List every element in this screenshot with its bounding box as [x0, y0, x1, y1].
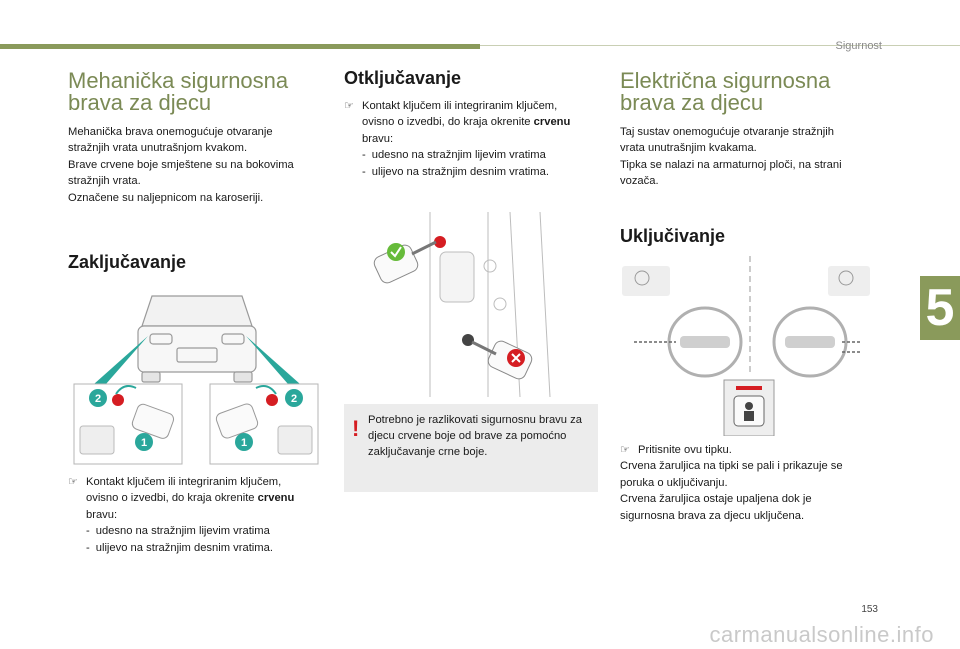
instruction-dash: ulijevo na stražnjim desnim vratima.: [95, 541, 273, 554]
right-intro: Taj sustav onemogućuje otvaranje stražnj…: [620, 124, 880, 190]
instruction-line: bravu:: [86, 508, 118, 521]
watermark: carmanualsonline.info: [709, 622, 934, 647]
pointing-finger-icon: ☞: [620, 444, 631, 456]
right-title-line2: brava za djecu: [620, 90, 764, 115]
instruction-line: ovisno o izvedbi, do kraja okrenite: [362, 116, 534, 129]
exclamation-icon: !: [352, 416, 360, 441]
instruction-line: poruka o uključivanju.: [620, 476, 728, 489]
red-lock-left: [112, 394, 124, 406]
steering-wheel-rhd: [772, 306, 848, 378]
callout-1-left: 1: [141, 437, 147, 449]
instruction-line: sigurnosna brava za djecu uključena.: [620, 509, 805, 522]
instruction-bold: crvenu: [257, 492, 295, 505]
instruction-bold: crvenu: [533, 116, 571, 129]
child-lock-diagram: 2 1 1 2: [73, 295, 319, 465]
door-lock-diagram: [373, 212, 551, 397]
intro-line: vozača.: [620, 175, 659, 188]
instruction-dash: udesno na stražnjim lijevim vratima: [95, 525, 270, 538]
instruction-line: Crvena žaruljica ostaje upaljena dok je: [620, 493, 812, 506]
right-pointer-arrow: [246, 336, 300, 384]
pointing-finger-icon: ☞: [68, 476, 79, 488]
note-text: Potrebno je razlikovati sigurnosnu bravu…: [368, 414, 582, 458]
child-lock-icon: [745, 402, 753, 410]
instruction-dash: udesno na stražnjim lijevim vratima: [371, 149, 546, 162]
left-title-line1: Mehanička sigurnosna: [68, 68, 289, 93]
instruction-line: ovisno o izvedbi, do kraja okrenite: [86, 492, 258, 505]
intro-line: Taj sustav onemogućuje otvaranje stražnj…: [620, 126, 834, 138]
red-child-lock: [434, 236, 446, 248]
left-intro: Mehanička brava onemogućuje otvaranje st…: [68, 124, 328, 206]
locking-heading: Zaključavanje: [68, 252, 187, 272]
section-label: Sigurnost: [835, 40, 882, 52]
car-rear-illustration: [137, 295, 257, 383]
page-number: 153: [861, 604, 878, 615]
key-fob-right: [215, 403, 259, 439]
pointing-finger-icon: ☞: [344, 100, 355, 112]
chapter-tab: 5: [920, 276, 960, 340]
instruction-dash: ulijevo na stražnjim desnim vratima.: [371, 165, 549, 178]
intro-line: stražnjih vrata unutrašnjom kvakom.: [68, 142, 248, 155]
intro-line: Mehanička brava onemogućuje otvaranje: [68, 126, 273, 138]
callout-1-right: 1: [241, 437, 247, 449]
right-instructions: ☞ Pritisnite ovu tipku. Crvena žaruljica…: [620, 442, 880, 524]
left-pointer-arrow: [94, 336, 148, 384]
header-bar: [0, 44, 480, 49]
warning-note: ! Potrebno je razlikovati sigurnosnu bra…: [344, 404, 598, 492]
button-red-led: [736, 386, 762, 390]
instruction-line: Kontakt ključem ili integriranim ključem…: [86, 476, 282, 488]
intro-line: Označene su naljepnicom na karoseriji.: [68, 191, 264, 204]
instruction-line: Pritisnite ovu tipku.: [638, 444, 732, 456]
intro-line: stražnjih vrata.: [68, 175, 141, 188]
callout-2-right: 2: [291, 393, 297, 405]
callout-2-left: 2: [95, 393, 101, 405]
instruction-line: bravu:: [362, 132, 394, 145]
left-title: Mehanička sigurnosna brava za djecu: [68, 70, 288, 114]
intro-line: Tipka se nalazi na armaturnoj ploči, na …: [620, 158, 842, 171]
key-fob-left: [131, 403, 175, 439]
instruction-line: Crvena žaruljica na tipki se pali i prik…: [620, 460, 843, 473]
right-title: Električna sigurnosna brava za djecu: [620, 70, 830, 114]
right-title-line1: Električna sigurnosna: [620, 68, 831, 93]
activation-heading: Uključivanje: [620, 226, 726, 246]
left-instructions: ☞ Kontakt ključem ili integriranim ključ…: [68, 474, 338, 556]
left-title-line2: brava za djecu: [68, 90, 212, 115]
header-rule: [480, 45, 960, 46]
intro-line: vrata unutrašnjim kvakama.: [620, 142, 757, 155]
check-icon: [387, 243, 405, 261]
dashboard-button-diagram: [622, 256, 870, 436]
unlocking-heading: Otključavanje: [344, 68, 462, 88]
instruction-line: Kontakt ključem ili integriranim ključem…: [362, 100, 558, 112]
black-deadlock: [462, 334, 474, 346]
intro-line: Brave crvene boje smještene su na bokovi…: [68, 158, 294, 171]
red-lock-right: [266, 394, 278, 406]
middle-instructions: ☞ Kontakt ključem ili integriranim ključ…: [344, 98, 604, 180]
